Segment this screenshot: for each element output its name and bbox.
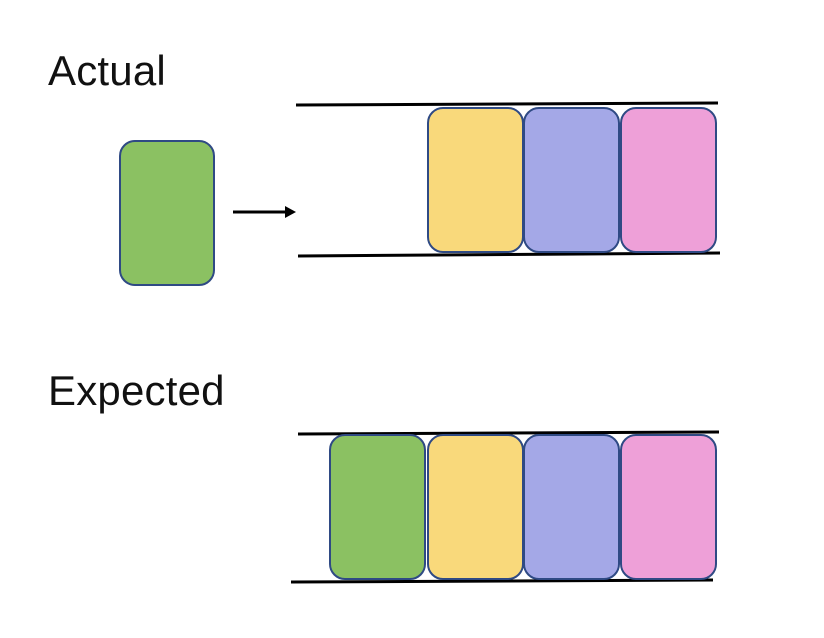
expected-pink-block [620, 434, 717, 580]
actual-yellow-block [427, 107, 524, 253]
expected-queue-blocks [329, 434, 717, 580]
expected-yellow-block [427, 434, 524, 580]
expected-title: Expected [48, 367, 225, 414]
insert-arrow-head [285, 206, 296, 218]
actual-bottom-rail [297, 251, 721, 258]
expected-bottom-rail [290, 578, 714, 584]
actual-purple-block [523, 107, 620, 253]
actual-title: Actual [48, 47, 166, 94]
actual-pink-block [620, 107, 717, 253]
expected-top-rail [297, 430, 720, 436]
actual-top-rail [295, 101, 719, 107]
expected-green-block [329, 434, 426, 580]
expected-purple-block [523, 434, 620, 580]
actual-queue-blocks [427, 107, 717, 253]
actual-outside-green-block [119, 140, 215, 286]
actual-outside-block-group [119, 140, 215, 286]
